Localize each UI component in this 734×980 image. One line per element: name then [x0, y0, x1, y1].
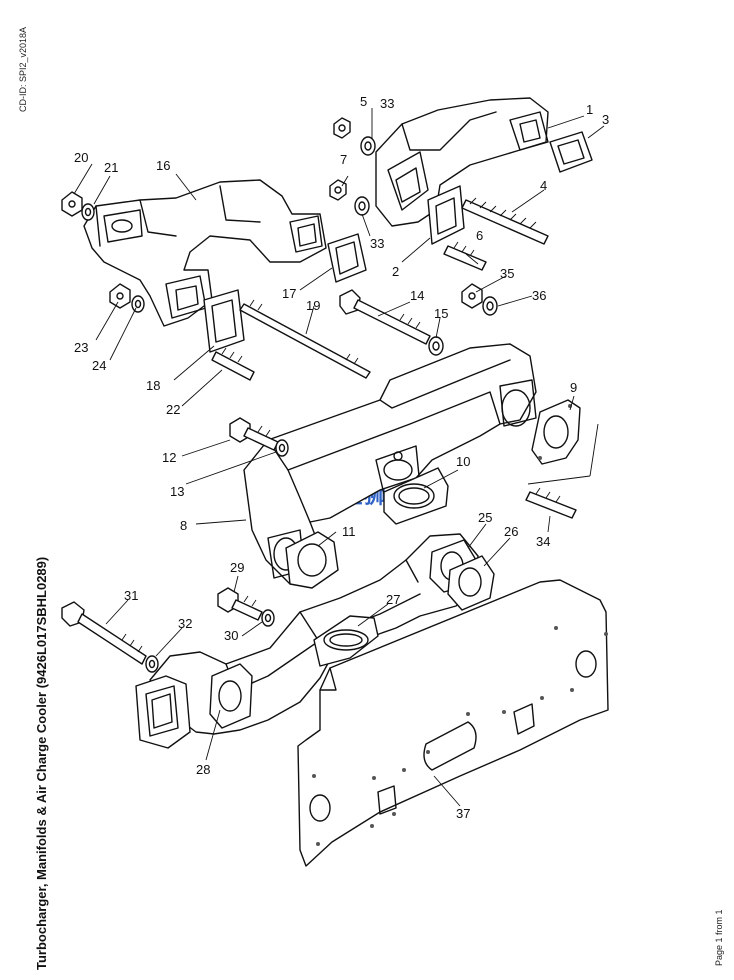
callout-29: 29 — [230, 560, 244, 575]
part-12-bolt — [229, 417, 279, 451]
callout-26: 26 — [504, 524, 518, 539]
part-13-washer — [275, 439, 289, 457]
callout-14: 14 — [410, 288, 424, 303]
part-30-washer — [261, 609, 275, 627]
part-7-nut — [329, 179, 347, 201]
callout-6: 6 — [476, 228, 483, 243]
part-32-washer — [145, 655, 159, 673]
callout-15: 15 — [434, 306, 448, 321]
part-3-gasket — [549, 131, 593, 173]
part-11-gasket — [285, 531, 339, 589]
part-31-bolt — [61, 601, 147, 665]
part-15-washer — [428, 336, 444, 356]
callout-23: 23 — [74, 340, 88, 355]
part-27-gasket — [313, 615, 379, 667]
callout-19: 19 — [306, 298, 320, 313]
part-24-washer — [131, 295, 145, 313]
part-33-washer-upper — [360, 136, 376, 156]
part-5-nut — [333, 117, 351, 139]
part-14-bolt — [339, 289, 431, 345]
part-23-nut — [109, 283, 131, 309]
part-37-heat-shield — [297, 579, 609, 867]
callout-31: 31 — [124, 588, 138, 603]
callout-numbers: 1 2 3 4 5 6 7 8 9 10 11 12 13 14 15 16 1… — [74, 94, 609, 821]
callout-1: 1 — [586, 102, 593, 117]
callout-12: 12 — [162, 450, 176, 465]
part-21-washer — [81, 203, 95, 221]
callout-24: 24 — [92, 358, 106, 373]
callout-9: 9 — [570, 380, 577, 395]
callout-21: 21 — [104, 160, 118, 175]
part-1-manifold — [375, 97, 549, 227]
part-17-gasket — [327, 233, 367, 283]
callout-2: 2 — [392, 264, 399, 279]
callout-leaders — [73, 108, 605, 807]
part-29-bolt — [217, 587, 263, 621]
callout-32: 32 — [178, 616, 192, 631]
part-20-nut — [61, 191, 83, 217]
callout-22: 22 — [166, 402, 180, 417]
callout-28: 28 — [196, 762, 210, 777]
part-2-gasket — [427, 185, 465, 245]
part-18-gasket — [203, 289, 245, 353]
callout-27: 27 — [386, 592, 400, 607]
callout-13: 13 — [170, 484, 184, 499]
callout-11: 11 — [342, 524, 356, 539]
callout-18: 18 — [146, 378, 160, 393]
callout-4: 4 — [540, 178, 547, 193]
callout-8: 8 — [180, 518, 187, 533]
callout-33-upper: 33 — [380, 96, 394, 111]
part-33-washer-lower — [354, 196, 370, 216]
callout-37: 37 — [456, 806, 470, 821]
callout-36: 36 — [532, 288, 546, 303]
part-10-gasket — [383, 467, 449, 525]
part-34-stud — [525, 487, 577, 519]
callout-34: 34 — [536, 534, 550, 549]
callout-20: 20 — [74, 150, 88, 165]
part-4-stud — [461, 197, 549, 245]
callout-10: 10 — [456, 454, 470, 469]
callout-7: 7 — [340, 152, 347, 167]
part-9-gasket — [531, 399, 581, 465]
callout-33-lower: 33 — [370, 236, 384, 251]
callout-25: 25 — [478, 510, 492, 525]
callout-5: 5 — [360, 94, 367, 109]
part-6-stud — [443, 241, 487, 271]
callout-35: 35 — [500, 266, 514, 281]
callout-30: 30 — [224, 628, 238, 643]
part-26-gasket — [447, 555, 495, 611]
callout-3: 3 — [602, 112, 609, 127]
part-19-stud — [239, 299, 371, 379]
part-28-flange — [135, 663, 253, 749]
part-22-stud — [211, 347, 255, 381]
part-35-nut — [461, 283, 483, 309]
callout-17: 17 — [282, 286, 296, 301]
callout-16: 16 — [156, 158, 170, 173]
part-36-washer — [482, 296, 498, 316]
